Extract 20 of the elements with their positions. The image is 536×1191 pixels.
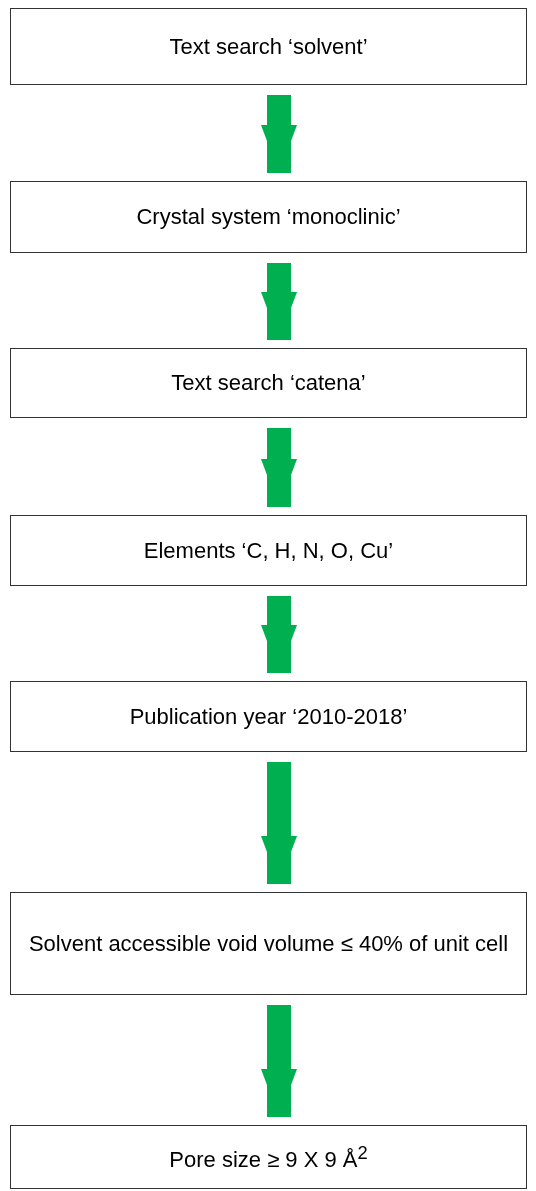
step-text: Solvent accessible void volume ≤ 40% of unit cell (27, 929, 510, 958)
process-box (10, 181, 527, 253)
arrow (261, 428, 297, 507)
arrow (261, 762, 297, 884)
process-box (10, 681, 527, 752)
step-text: Text search ‘solvent’ (168, 32, 369, 61)
arrow (261, 1005, 297, 1117)
step-text: Text search ‘catena’ (170, 369, 367, 397)
process-box (10, 515, 527, 586)
step-text: Crystal system ‘monoclinic’ (135, 203, 402, 231)
process-box (10, 1125, 527, 1189)
step-text: Pore size ≥ 9 X 9 Å$^{2}$ (168, 1141, 369, 1175)
arrow (261, 95, 297, 173)
step-text: Publication year ‘2010-2018’ (128, 702, 409, 731)
process-box (10, 348, 527, 418)
process-box (10, 892, 527, 995)
arrow (261, 596, 297, 673)
step-text: Elements ‘C, H, N, O, Cu’ (142, 536, 395, 565)
arrow (261, 263, 297, 340)
process-box (10, 8, 527, 85)
